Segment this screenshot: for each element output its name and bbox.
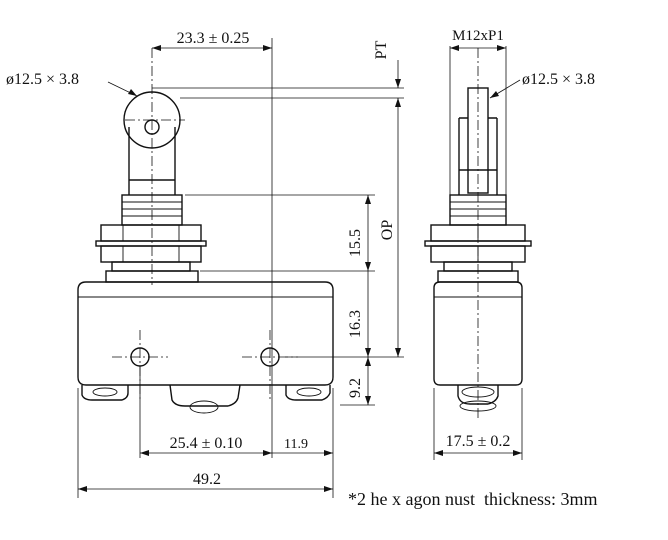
dim-body-upper: 16.3 <box>347 310 364 338</box>
label-roller-front: ø12.5 × 3.8 <box>6 71 79 88</box>
terminal-left <box>81 385 129 401</box>
dim-hole-to-edge: 11.9 <box>284 437 308 452</box>
dim-overall-width: 49.2 <box>193 471 221 488</box>
dim-side-width: 17.5 ± 0.2 <box>446 433 511 450</box>
front-dimensions: 23.3 ± 0.25 ø12.5 × 3.8 PT OP 15.5 16.3 <box>6 30 404 498</box>
side-plunger <box>458 117 498 195</box>
terminal-center <box>169 384 241 407</box>
dim-body-lower: 9.2 <box>347 378 364 398</box>
washer <box>95 240 207 247</box>
hex-nut-lower <box>100 245 202 263</box>
side-view: M12xP1 ø12.5 × 3.8 17.5 ± 0.2 <box>424 28 595 460</box>
side-terminal <box>457 385 499 405</box>
dim-bushing-height: 15.5 <box>347 229 364 257</box>
bushing-base <box>111 261 191 272</box>
label-roller-side: ø12.5 × 3.8 <box>522 71 595 88</box>
hex-nut-upper <box>100 224 202 242</box>
hex-nut-note: *2 he x agon nust thickness: 3mm <box>348 489 597 509</box>
label-thread: M12xP1 <box>452 28 504 44</box>
side-switch-body <box>433 281 523 386</box>
dim-operating-position: OP <box>379 220 396 241</box>
dim-hole-spacing: 25.4 ± 0.10 <box>170 435 243 452</box>
front-view <box>77 48 334 414</box>
switch-body <box>77 281 334 386</box>
dim-roller-spacing: 23.3 ± 0.25 <box>177 30 250 47</box>
dim-pretravel: PT <box>373 40 390 59</box>
terminal-right <box>285 385 331 401</box>
